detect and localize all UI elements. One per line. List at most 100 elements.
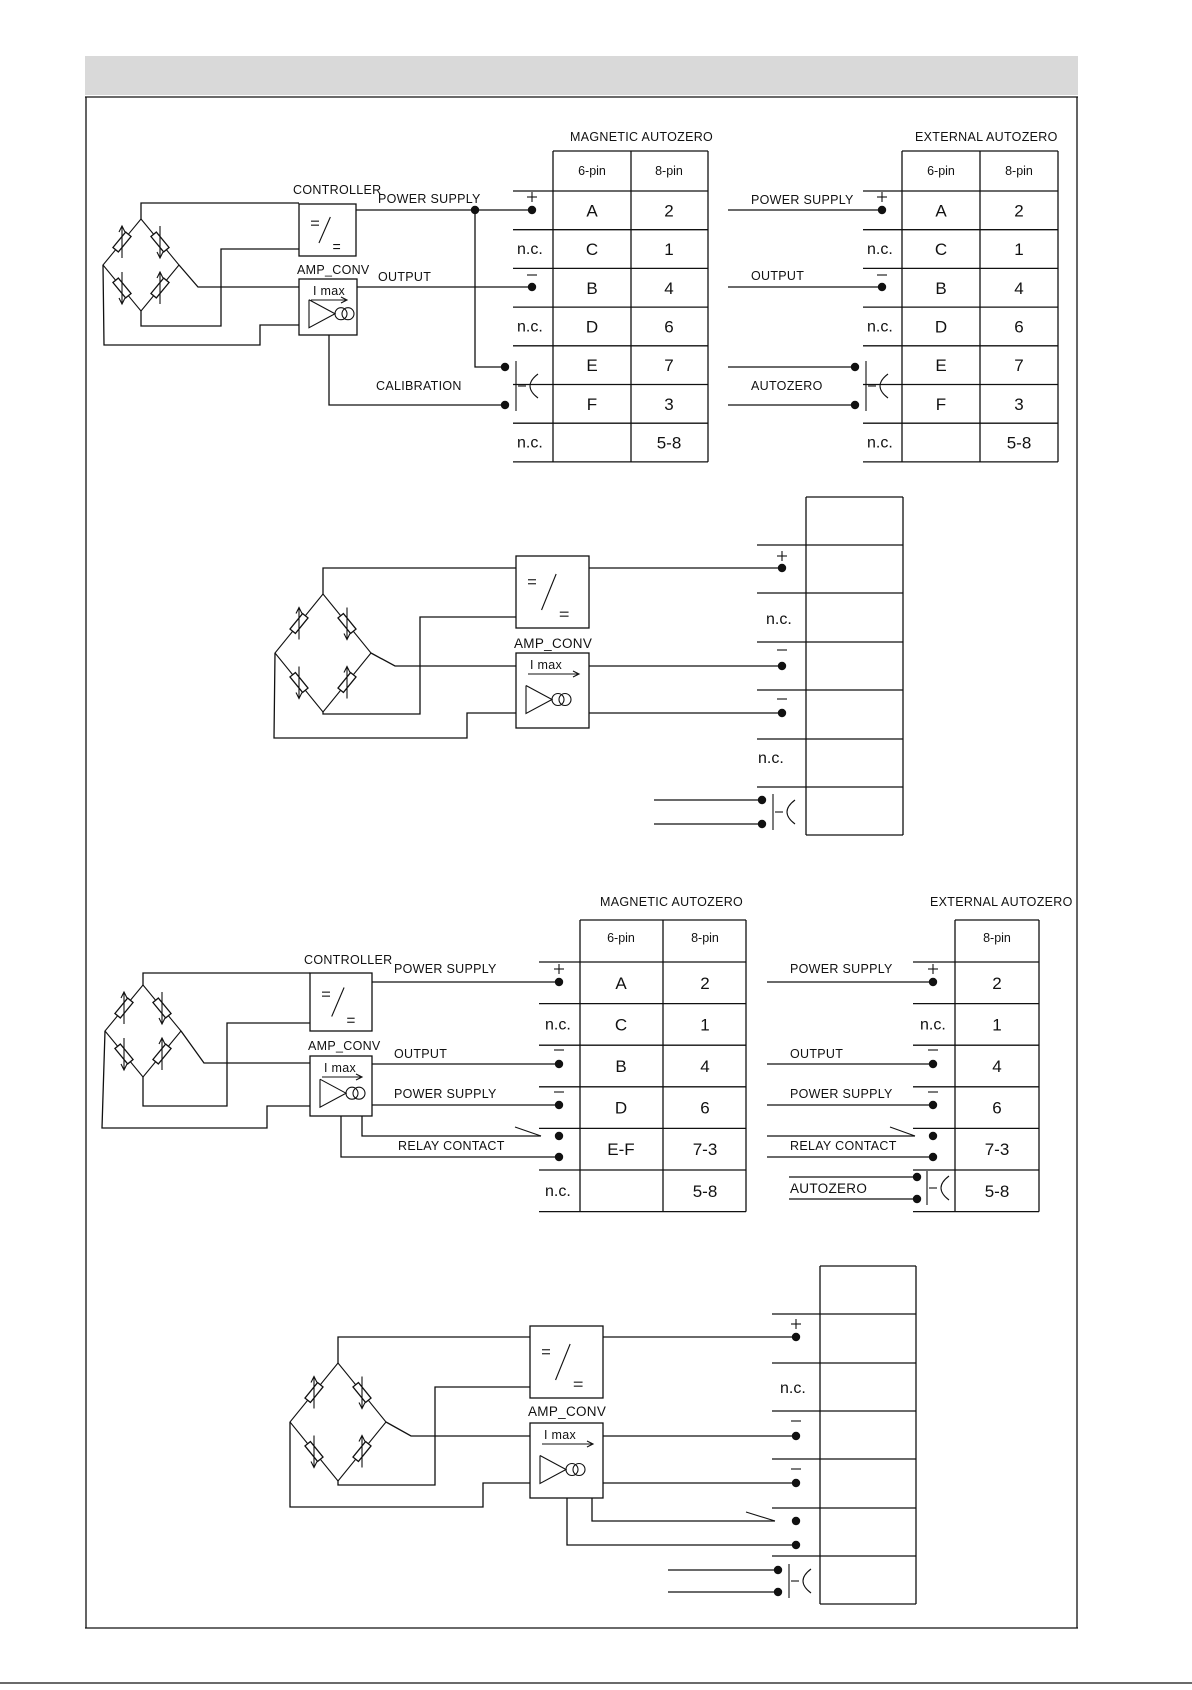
controller-label: CONTROLLER — [304, 953, 392, 967]
nc-label: n.c. — [867, 241, 893, 258]
imax-arrowhead-icon — [340, 296, 349, 304]
terminal-dot — [928, 1059, 938, 1069]
terminal-dot — [773, 1565, 783, 1575]
terminal-dot — [791, 1540, 801, 1550]
pin-6: E — [586, 356, 597, 375]
amp-conv-label: AMP_CONV — [308, 1039, 381, 1053]
terminal-dot — [773, 1587, 783, 1597]
amplifier-triangle-icon — [539, 1455, 568, 1485]
gauge-arrowhead-icon — [120, 990, 128, 999]
nc-label: n.c. — [517, 435, 543, 452]
gauge-arrowhead-icon — [158, 1017, 166, 1026]
imax-arrowhead-icon — [355, 1073, 364, 1081]
col-header-8pin: 8-pin — [691, 931, 719, 945]
controller-box — [309, 972, 373, 1032]
bridge-diamond — [102, 218, 180, 312]
nc-label: n.c. — [780, 1380, 806, 1397]
pin-6: E — [935, 356, 946, 375]
terminal-dot — [928, 977, 938, 987]
ext-autozero-label: AUTOZERO — [790, 1181, 867, 1196]
wire — [289, 1422, 530, 1508]
current-source-icon — [572, 1462, 586, 1477]
pin-8: 4 — [992, 1057, 1001, 1076]
external-autozero-title: EXTERNAL AUTOZERO — [915, 130, 1058, 144]
col-header-8pin: 8-pin — [983, 931, 1011, 945]
current-source-icon — [334, 307, 348, 321]
wire — [102, 264, 299, 346]
imax-label: I max — [530, 658, 563, 672]
wire — [178, 264, 299, 288]
pin-6: C — [935, 240, 947, 259]
pin-6: A — [586, 201, 598, 220]
terminal-dot — [877, 205, 887, 215]
amp-conv-label: AMP_CONV — [528, 1404, 606, 1419]
pin-8: 2 — [664, 201, 673, 220]
terminal-dot — [912, 1194, 922, 1204]
terminal-dot — [777, 563, 787, 573]
autozero-sensor-icon — [802, 1568, 812, 1594]
nc-label: n.c. — [517, 318, 543, 335]
ext-relay-contact-label: RELAY CONTACT — [790, 1139, 897, 1153]
pin-6: A — [615, 974, 627, 993]
gauge-arrowhead-icon — [310, 1375, 318, 1383]
imax-arrowhead-icon — [586, 1440, 595, 1448]
nc-label: n.c. — [920, 1016, 946, 1033]
wire — [361, 1116, 541, 1137]
ext-power-supply-label: POWER SUPPLY — [790, 962, 893, 976]
pin-6: B — [586, 279, 597, 298]
terminal-dot — [554, 1059, 564, 1069]
magnetic-autozero-title: MAGNETIC AUTOZERO — [570, 130, 713, 144]
wire — [474, 210, 505, 368]
current-source-icon — [551, 692, 565, 707]
terminal-dot — [850, 362, 860, 372]
ext-output-label: OUTPUT — [751, 269, 804, 283]
pin-8: 7-3 — [693, 1140, 718, 1159]
amp-conv-label: AMP_CONV — [297, 263, 370, 277]
dc-slash-icon — [541, 573, 557, 611]
gauge-arrowhead-icon — [310, 1461, 318, 1469]
power-supply-label: POWER SUPPLY — [394, 1087, 497, 1101]
terminal-dot — [928, 1100, 938, 1110]
current-source-icon — [341, 307, 355, 321]
terminal-dot — [791, 1332, 801, 1342]
ext-output-label: OUTPUT — [790, 1047, 843, 1061]
pin-8: 7-3 — [985, 1140, 1010, 1159]
pin-8: 5-8 — [985, 1182, 1010, 1201]
nc-label: n.c. — [867, 318, 893, 335]
wire — [337, 1336, 530, 1363]
controller-box — [529, 1325, 604, 1399]
pin-6: C — [586, 240, 598, 259]
diagram-4: AMP_CONV I max n.c. — [289, 1265, 917, 1605]
terminal-dot — [791, 1516, 801, 1526]
terminal-dot — [500, 400, 510, 410]
terminal-dot — [850, 400, 860, 410]
pin-8: 6 — [1014, 317, 1023, 336]
pin-8: 6 — [700, 1099, 709, 1118]
wire — [337, 1386, 530, 1486]
terminal-dot — [554, 1100, 564, 1110]
imax-label: I max — [544, 1428, 577, 1442]
terminal-dot — [500, 362, 510, 372]
wire — [142, 972, 310, 985]
current-source-icon — [345, 1086, 359, 1100]
relay-contact-label: RELAY CONTACT — [398, 1139, 505, 1153]
nc-label: n.c. — [517, 241, 543, 258]
wire — [140, 248, 299, 327]
controller-label: CONTROLLER — [293, 183, 381, 197]
pin-8: 5-8 — [1007, 434, 1032, 453]
wire — [566, 1498, 796, 1546]
wire — [273, 652, 516, 739]
current-source-icon — [558, 692, 572, 707]
wire — [140, 202, 299, 219]
bridge-diamond — [274, 593, 372, 713]
relay-switch-icon — [514, 1126, 542, 1137]
pin-6: E-F — [607, 1140, 634, 1159]
power-supply-label: POWER SUPPLY — [378, 192, 481, 206]
pin-6: B — [615, 1057, 626, 1076]
pin-8: 7 — [1014, 356, 1023, 375]
